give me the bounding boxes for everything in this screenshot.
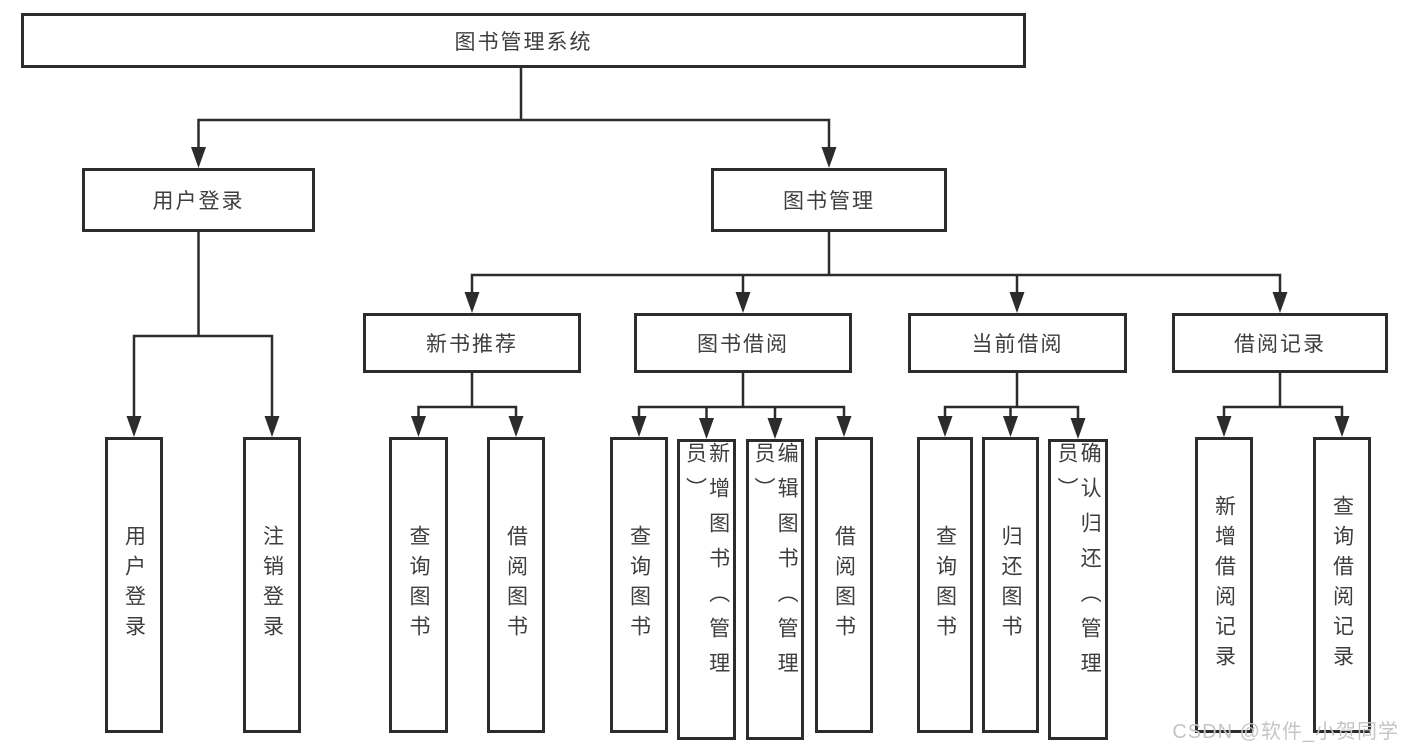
- leaf-user-login-label: 用户登录: [122, 525, 146, 645]
- leaf-bb-edit-books: 编辑图书（管理员）: [746, 439, 804, 740]
- node-book-management: 图书管理: [711, 168, 947, 232]
- connector-root-to-level2: [191, 64, 837, 168]
- leaf-bb-add-books-label: 新增图书（管理员）: [683, 442, 730, 687]
- leaf-nb-query-books: 查询图书: [389, 437, 448, 733]
- leaf-cb-confirm-return-label: 确认归还（管理员）: [1055, 442, 1102, 687]
- node-book-borrow-label: 图书借阅: [697, 333, 789, 356]
- leaf-bb-query-books-label: 查询图书: [627, 525, 651, 645]
- leaf-logout: 注销登录: [243, 437, 301, 733]
- leaf-cb-confirm-return: 确认归还（管理员）: [1048, 439, 1108, 740]
- node-root-label: 图书管理系统: [454, 30, 593, 54]
- connector-book-borrow-children: [631, 371, 852, 439]
- leaf-cb-query-books-label: 查询图书: [933, 525, 957, 645]
- node-book-management-label: 图书管理: [783, 190, 875, 213]
- leaf-br-add-record-label: 新增借阅记录: [1212, 495, 1236, 675]
- leaf-cb-query-books: 查询图书: [917, 437, 973, 733]
- leaf-br-add-record: 新增借阅记录: [1195, 437, 1253, 733]
- leaf-bb-edit-books-label: 编辑图书（管理员）: [752, 442, 799, 687]
- leaf-bb-borrow-books: 借阅图书: [815, 437, 873, 733]
- csdn-watermark: CSDN @软件_小贺同学: [1172, 721, 1399, 743]
- leaf-bb-add-books: 新增图书（管理员）: [677, 439, 736, 740]
- node-new-book-recommend-label: 新书推荐: [426, 333, 518, 356]
- leaf-bb-query-books: 查询图书: [610, 437, 668, 733]
- connector-new-book-children: [411, 371, 524, 437]
- leaf-nb-query-books-label: 查询图书: [407, 525, 431, 645]
- node-user-login-label: 用户登录: [152, 190, 245, 213]
- node-current-borrow-label: 当前借阅: [971, 333, 1064, 356]
- leaf-br-query-record: 查询借阅记录: [1313, 437, 1371, 733]
- connector-current-borrow-children: [937, 371, 1086, 439]
- connector-user-login-children: [126, 230, 280, 437]
- connector-book-management-to-level3: [464, 230, 1288, 313]
- node-book-borrow: 图书借阅: [634, 313, 852, 373]
- leaf-bb-borrow-books-label: 借阅图书: [832, 525, 856, 645]
- leaf-logout-label: 注销登录: [260, 525, 284, 645]
- leaf-nb-borrow-books-label: 借阅图书: [504, 525, 528, 645]
- leaf-user-login: 用户登录: [105, 437, 163, 733]
- leaf-br-query-record-label: 查询借阅记录: [1330, 495, 1354, 675]
- node-root: 图书管理系统: [21, 13, 1026, 68]
- node-user-login: 用户登录: [82, 168, 315, 232]
- leaf-cb-return-books-label: 归还图书: [999, 525, 1023, 645]
- node-borrow-records-label: 借阅记录: [1234, 333, 1326, 356]
- node-current-borrow: 当前借阅: [908, 313, 1127, 373]
- leaf-nb-borrow-books: 借阅图书: [487, 437, 545, 733]
- connector-borrow-records-children: [1216, 371, 1350, 437]
- leaf-cb-return-books: 归还图书: [982, 437, 1039, 733]
- node-borrow-records: 借阅记录: [1172, 313, 1388, 373]
- node-new-book-recommend: 新书推荐: [363, 313, 581, 373]
